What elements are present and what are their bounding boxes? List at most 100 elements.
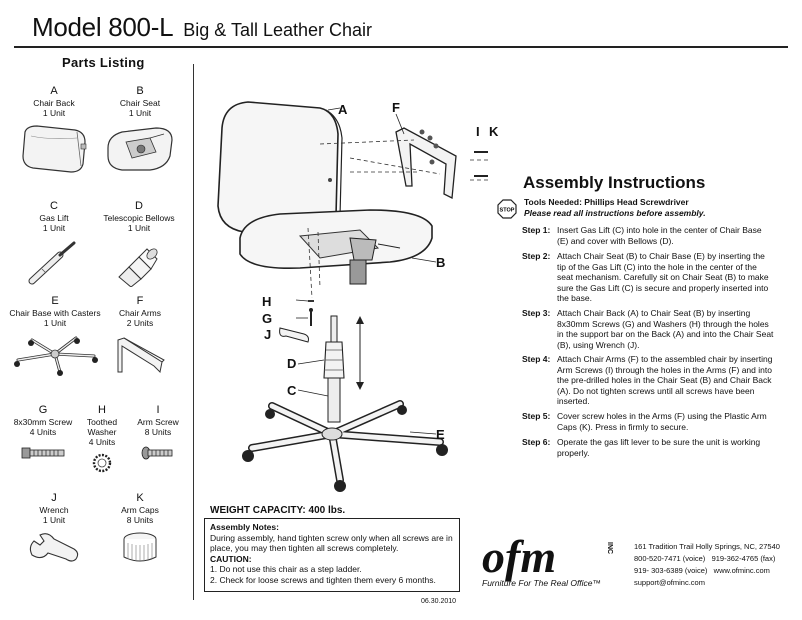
- part-name: Gas Lift: [39, 213, 69, 223]
- website-link[interactable]: www.ofminc.com: [713, 566, 770, 575]
- part-chair-seat: B Chair Seat 1 Unit: [100, 85, 180, 174]
- phone-voice-2: 919- 303-6389 (voice): [634, 566, 708, 575]
- step-text: Attach Chair Seat (B) to Chair Base (E) …: [557, 251, 769, 303]
- logo-wordmark: ofm: [482, 531, 556, 582]
- logo-inc: INC: [606, 542, 613, 554]
- step-label: Step 3:: [522, 308, 551, 318]
- assembly-title: Assembly Instructions: [523, 173, 706, 192]
- part-qty: 1 Unit: [127, 223, 151, 233]
- support-email[interactable]: support@ofminc.com: [634, 578, 705, 587]
- callout-k: K: [489, 124, 499, 139]
- callout-h: H: [262, 294, 272, 309]
- part-letter: G: [38, 404, 48, 416]
- part-telescopic-bellows: D Telescopic Bellows 1 Unit: [96, 200, 182, 287]
- notes-body: During assembly, hand tighten screw only…: [210, 532, 453, 554]
- exploded-chair-diagram: [217, 101, 490, 492]
- caution-heading: CAUTION:: [210, 553, 252, 564]
- part-chair-back: A Chair Back 1 Unit: [14, 85, 94, 174]
- step-label: Step 1:: [522, 225, 551, 235]
- part-letter: D: [135, 200, 143, 212]
- wrench-illustration: [29, 533, 79, 562]
- part-letter: H: [98, 404, 106, 416]
- revision-date: 06.30.2010: [421, 598, 457, 605]
- callout-a: A: [338, 102, 348, 117]
- part-letter: K: [136, 492, 144, 504]
- step-text: Cover screw holes in the Arms (F) using …: [557, 411, 767, 432]
- read-instructions-note: Please read all instructions before asse…: [524, 208, 706, 218]
- part-arm-screw: I Arm Screw 8 Units: [130, 404, 186, 465]
- callout-f: F: [392, 100, 400, 115]
- phone-fax: 919-362-4765 (fax): [711, 554, 776, 563]
- part-letter: F: [136, 295, 144, 307]
- part-name: Chair Base with Casters: [9, 308, 101, 318]
- model-title: Model 800-L: [32, 12, 174, 42]
- stop-sign-icon: STOP: [497, 199, 517, 219]
- step-text: Attach Chair Arms (F) to the assembled c…: [557, 354, 773, 406]
- part-qty: 8 Units: [126, 515, 154, 525]
- header-rule: [14, 46, 788, 48]
- part-letter: B: [136, 85, 144, 97]
- caution-item: 1. Do not use this chair as a step ladde…: [210, 564, 362, 574]
- callout-g: G: [262, 311, 273, 326]
- step-label: Step 2:: [522, 251, 551, 261]
- part-name: Chair Seat: [119, 98, 161, 108]
- part-name: Telescopic Bellows: [103, 213, 175, 223]
- part-chair-arms: F Chair Arms 2 Units: [100, 295, 180, 380]
- callout-e: E: [436, 427, 445, 442]
- notes-heading: Assembly Notes:: [210, 522, 279, 532]
- screw-g-illustration: [21, 447, 65, 459]
- step-4: Step 4: Attach Chair Arms (F) to the ass…: [522, 354, 774, 407]
- part-qty: 1 Unit: [42, 515, 66, 525]
- company-contact: 161 Tradition Trail Holly Springs, NC, 2…: [634, 541, 780, 589]
- weight-capacity: WEIGHT CAPACITY: 400 lbs.: [210, 505, 346, 516]
- part-letter: I: [156, 404, 160, 416]
- caution-item: 2. Check for loose screws and tighten th…: [210, 574, 436, 585]
- part-letter: J: [51, 492, 57, 504]
- step-label: Step 4:: [522, 354, 551, 364]
- part-wrench: J Wrench 1 Unit: [14, 492, 94, 567]
- arm-screw-illustration: [141, 446, 173, 460]
- company-address: 161 Tradition Trail Holly Springs, NC, 2…: [634, 542, 780, 551]
- part-name: Wrench: [39, 505, 69, 515]
- part-qty: 1 Unit: [128, 108, 152, 118]
- step-text: Attach Chair Back (A) to Chair Seat (B) …: [557, 308, 774, 350]
- part-letter: E: [51, 295, 59, 307]
- washer-illustration: [92, 453, 112, 473]
- step-1: Step 1: Insert Gas Lift (C) into hole in…: [522, 225, 774, 246]
- tools-needed: Tools Needed: Phillips Head Screwdriver …: [524, 197, 706, 219]
- part-name: 8x30mm Screw: [13, 417, 73, 427]
- chair-back-illustration: [22, 125, 87, 173]
- arm-cap-illustration: [123, 532, 157, 562]
- model-subtitle: Big & Tall Leather Chair: [183, 20, 373, 40]
- step-6: Step 6: Operate the gas lift lever to be…: [522, 437, 774, 458]
- part-letter: C: [50, 200, 58, 212]
- callout-j: J: [264, 327, 272, 342]
- stop-sign-text: STOP: [500, 208, 515, 214]
- step-3: Step 3: Attach Chair Back (A) to Chair S…: [522, 308, 774, 350]
- part-qty: 2 Units: [126, 318, 154, 328]
- part-gas-lift: C Gas Lift 1 Unit: [14, 200, 94, 287]
- tools-text: Tools Needed: Phillips Head Screwdriver: [524, 197, 689, 207]
- part-toothed-washer: H Toothed Washer 4 Units: [74, 404, 130, 475]
- callout-i: I: [476, 124, 480, 139]
- part-name: Arm Screw: [137, 417, 179, 427]
- part-qty: 4 Units: [88, 437, 116, 447]
- callout-c: C: [287, 383, 297, 398]
- phone-voice: 800-520-7471 (voice): [634, 554, 706, 563]
- part-qty: 1 Unit: [42, 108, 66, 118]
- gas-lift-illustration: [28, 241, 76, 285]
- chair-base-illustration: [14, 336, 98, 376]
- step-label: Step 6:: [522, 437, 551, 447]
- logo-tagline: Furniture For The Real Office™: [482, 578, 601, 588]
- assembly-notes-box: Assembly Notes: During assembly, hand ti…: [204, 518, 460, 592]
- callout-d: D: [287, 356, 297, 371]
- part-name: Toothed Washer: [86, 417, 118, 437]
- chair-seat-illustration: [107, 127, 173, 171]
- part-qty: 8 Units: [144, 427, 172, 437]
- chair-arms-illustration: [117, 337, 165, 374]
- step-2: Step 2: Attach Chair Seat (B) to Chair B…: [522, 251, 774, 304]
- parts-divider: [193, 64, 194, 600]
- part-qty: 4 Units: [29, 427, 57, 437]
- document-header: Model 800-L Big & Tall Leather Chair: [32, 12, 372, 43]
- part-name: Chair Back: [33, 98, 75, 108]
